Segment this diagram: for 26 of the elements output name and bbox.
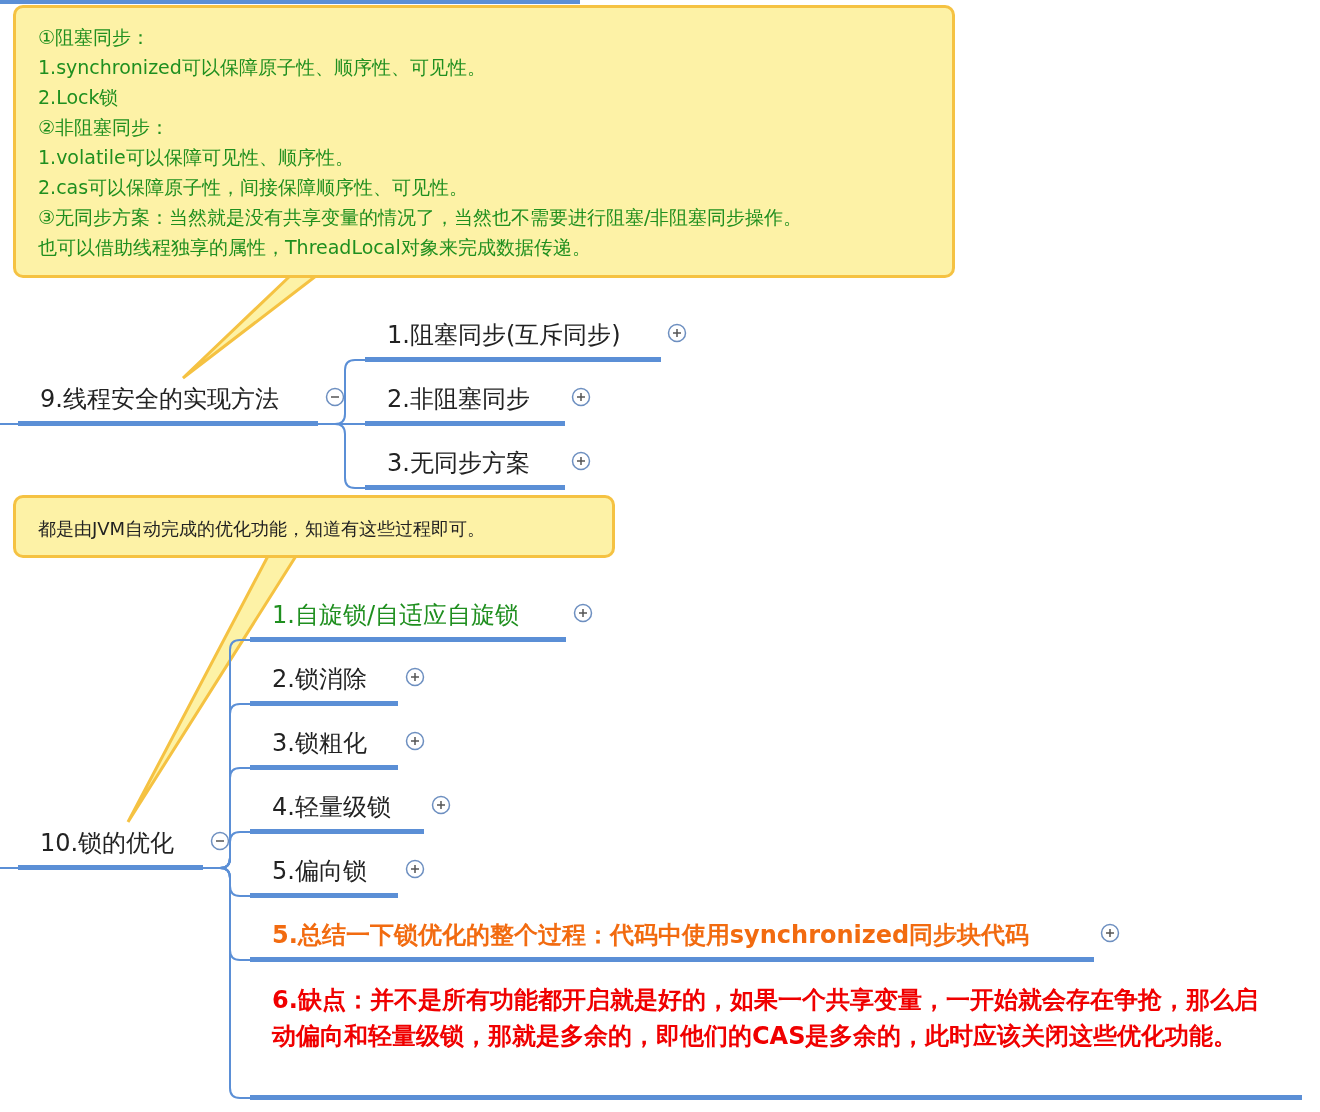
note-text: 也可以借助线程独享的属性，ThreadLocal对象来完成数据传递。: [38, 235, 592, 260]
note-text: 1.volatile可以保障可见性、顺序性。: [38, 145, 355, 170]
topic-label: 2.非阻塞同步: [387, 384, 530, 415]
topic-label: 9.线程安全的实现方法: [40, 384, 279, 415]
topic-label: 4.轻量级锁: [272, 792, 391, 823]
topic-label: 1.自旋锁/自适应自旋锁: [272, 600, 519, 631]
callout-note: [13, 495, 615, 558]
branch-line: [0, 867, 19, 869]
branch-line: [317, 423, 366, 489]
topic-label: 2.锁消除: [272, 664, 367, 695]
note-text: 1.synchronized可以保障原子性、顺序性、可见性。: [38, 55, 487, 80]
topic-label: 5.偏向锁: [272, 856, 367, 887]
note-text: 2.cas可以保障原子性，间接保障顺序性、可见性。: [38, 175, 470, 200]
note-text: ①阻塞同步：: [38, 25, 152, 50]
topic-label: 3.无同步方案: [387, 448, 530, 479]
topic-label: 6.缺点：并不是所有功能都开启就是好的，如果一个共享变量，一开始就会存在争抢，那么启动偏向和轻量级锁，那就是多余的，即他们的CAS是多余的，此时应该关闭这些优化功能。: [272, 985, 1259, 1052]
note-text: 2.Lock锁: [38, 85, 120, 110]
topic-label: 5.总结一下锁优化的整个过程：代码中使用synchronized同步块代码: [272, 920, 1030, 951]
topic-label: 3.锁粗化: [272, 728, 367, 759]
note-text: 都是由JVM自动完成的优化功能，知道有这些过程即可。: [38, 517, 487, 541]
branch-line: [202, 867, 251, 1099]
note-text: ③无同步方案：当然就是没有共享变量的情况了，当然也不需要进行阻塞/非阻塞同步操作。: [38, 205, 804, 230]
branch-line: [0, 423, 19, 425]
topic-label: 1.阻塞同步(互斥同步): [387, 320, 621, 351]
note-text: ②非阻塞同步：: [38, 115, 171, 140]
topic-label: 10.锁的优化: [40, 828, 175, 859]
